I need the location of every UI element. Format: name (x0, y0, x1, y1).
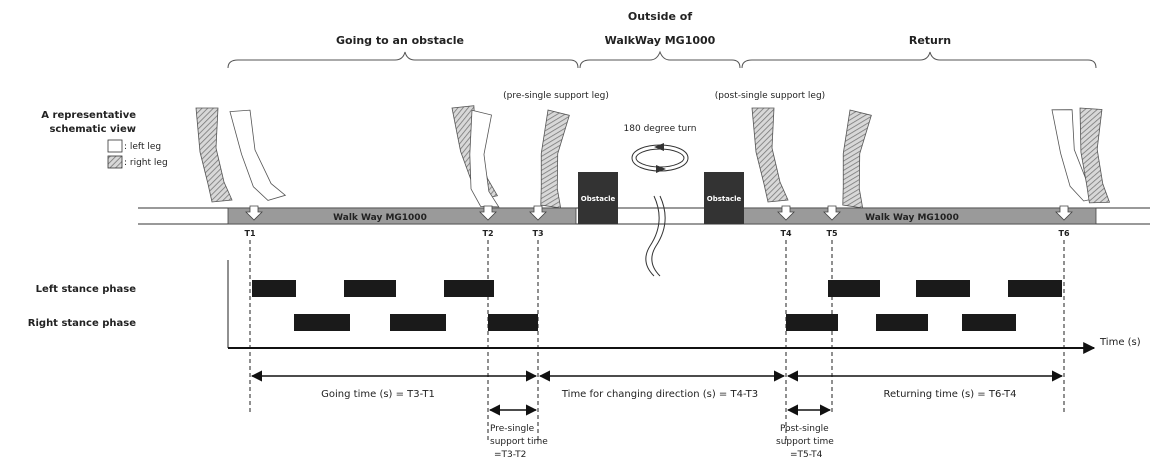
header-going: Going to an obstacle (336, 34, 464, 47)
obstacle-right (704, 172, 744, 224)
post-single-line1: Post-single (780, 424, 829, 434)
annotation-pre-single: (pre-single support leg) (503, 91, 609, 101)
legend-title-line1: A representative (41, 110, 136, 121)
marker-t2: T2 (482, 229, 493, 238)
header-outside-line1: Outside of (628, 10, 692, 23)
duration-arrows (250, 370, 1064, 416)
pre-single-line3: =T3-T2 (494, 450, 526, 460)
break-line-2 (651, 195, 666, 277)
header-outside-line2: WalkWay MG1000 (605, 34, 716, 47)
pre-single-line1: Pre-single (490, 424, 535, 434)
marker-t3: T3 (532, 229, 543, 238)
turn-arrows-icon (631, 143, 689, 173)
walkway-left-label: Walk Way MG1000 (333, 213, 427, 223)
annotation-post-single: (post-single support leg) (715, 91, 825, 101)
brace-return (741, 51, 1097, 69)
marker-t4: T4 (780, 229, 791, 238)
brace-going (227, 51, 579, 69)
pre-single-line2: support time (490, 437, 548, 447)
returning-time-label: Returning time (s) = T6-T4 (884, 389, 1017, 400)
marker-t1: T1 (244, 229, 255, 238)
time-axis-label: Time (s) (1099, 337, 1141, 348)
post-single-line2: support time (776, 437, 834, 447)
contact-arrows (245, 205, 1073, 221)
marker-t5: T5 (826, 229, 837, 238)
changing-time-label: Time for changing direction (s) = T4-T3 (561, 389, 758, 400)
obstacle-right-label: Obstacle (707, 195, 742, 203)
break-line-1 (645, 195, 660, 277)
legend-title-line2: schematic view (49, 124, 136, 135)
legend-left-leg-swatch (107, 139, 123, 153)
going-time-label: Going time (s) = T3-T1 (321, 389, 435, 400)
legend-left-leg-label: : left leg (124, 142, 161, 152)
obstacle-left-label: Obstacle (581, 195, 616, 203)
marker-dashed-lines (249, 240, 1065, 440)
left-stance-bars (252, 280, 1062, 297)
legend-right-leg-swatch (107, 155, 123, 169)
right-stance-label: Right stance phase (28, 318, 136, 329)
obstacle-left (578, 172, 618, 224)
left-stance-label: Left stance phase (36, 284, 137, 295)
right-stance-bars (294, 314, 1016, 331)
post-single-line3: =T5-T4 (790, 450, 823, 460)
marker-t6: T6 (1058, 229, 1069, 238)
brace-outside (579, 50, 741, 69)
annotation-turn: 180 degree turn (624, 124, 697, 134)
walkway-right-label: Walk Way MG1000 (865, 213, 959, 223)
header-return: Return (909, 34, 951, 47)
legend-right-leg-label: : right leg (124, 158, 168, 168)
legs-illustration (195, 103, 1117, 211)
